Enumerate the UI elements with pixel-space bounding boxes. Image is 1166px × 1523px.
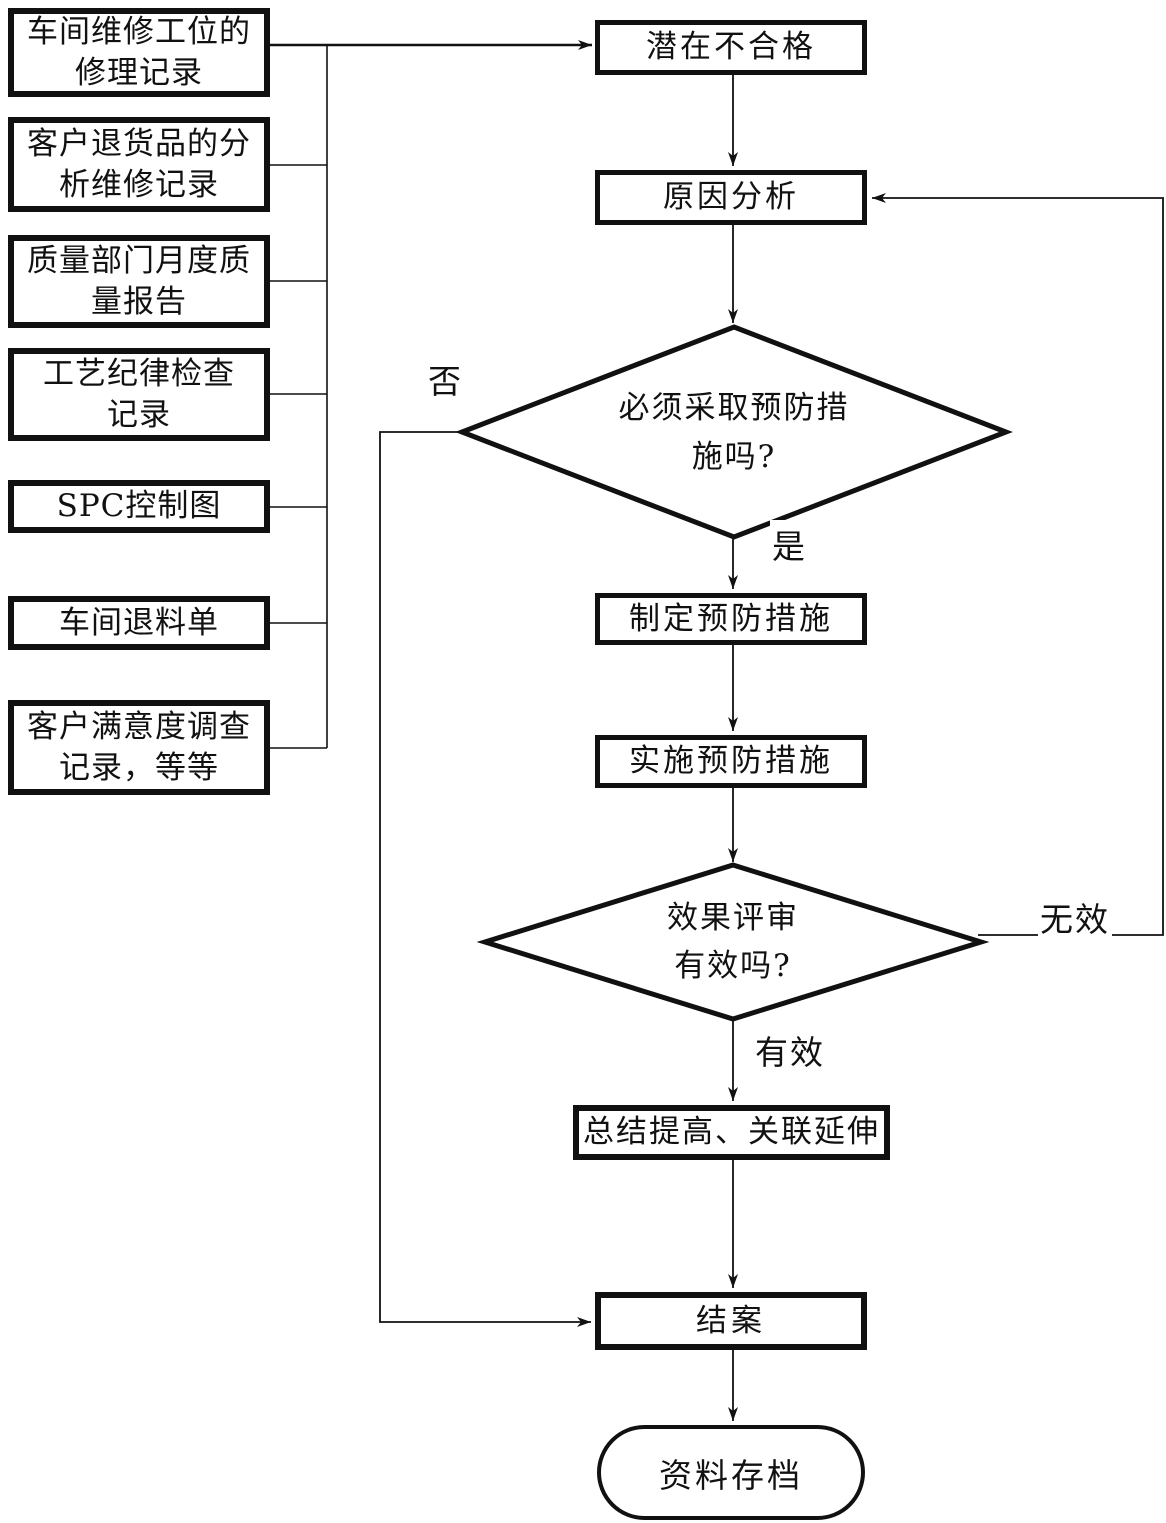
decision-need-preventive-label: 必须采取预防措 施吗? — [618, 390, 850, 475]
decision-effectiveness-diamond — [476, 862, 990, 1022]
node-close-case: 结案 — [595, 1292, 867, 1350]
terminal-archive: 资料存档 — [597, 1425, 865, 1520]
decision-effectiveness-label: 效果评审 有效吗? — [667, 899, 799, 984]
edge-label-effective: 有效 — [753, 1026, 827, 1074]
source-process-discipline-check: 工艺纪律检查 记录 — [8, 348, 270, 441]
node-summarize-extend: 总结提高、关联延伸 — [573, 1105, 890, 1160]
node-implement-measures: 实施预防措施 — [595, 735, 867, 788]
source-customer-return-analysis: 客户退货品的分 析维修记录 — [8, 117, 270, 212]
node-cause-analysis: 原因分析 — [595, 170, 867, 225]
source-customer-satisfaction-survey: 客户满意度调查 记录，等等 — [8, 700, 270, 795]
node-potential-nonconformity: 潜在不合格 — [595, 20, 867, 75]
edge-label-yes: 是 — [770, 520, 809, 568]
source-material-return-form: 车间退料单 — [8, 596, 270, 650]
source-workshop-repair-records: 车间维修工位的 修理记录 — [8, 8, 270, 97]
decision-need-preventive-diamond — [455, 324, 1013, 540]
source-monthly-quality-report: 质量部门月度质 量报告 — [8, 235, 270, 328]
edge-label-no: 否 — [426, 355, 465, 403]
node-formulate-measures: 制定预防措施 — [595, 593, 867, 645]
edge-label-ineffective: 无效 — [1038, 893, 1112, 941]
source-spc-control-chart: SPC控制图 — [8, 480, 270, 533]
